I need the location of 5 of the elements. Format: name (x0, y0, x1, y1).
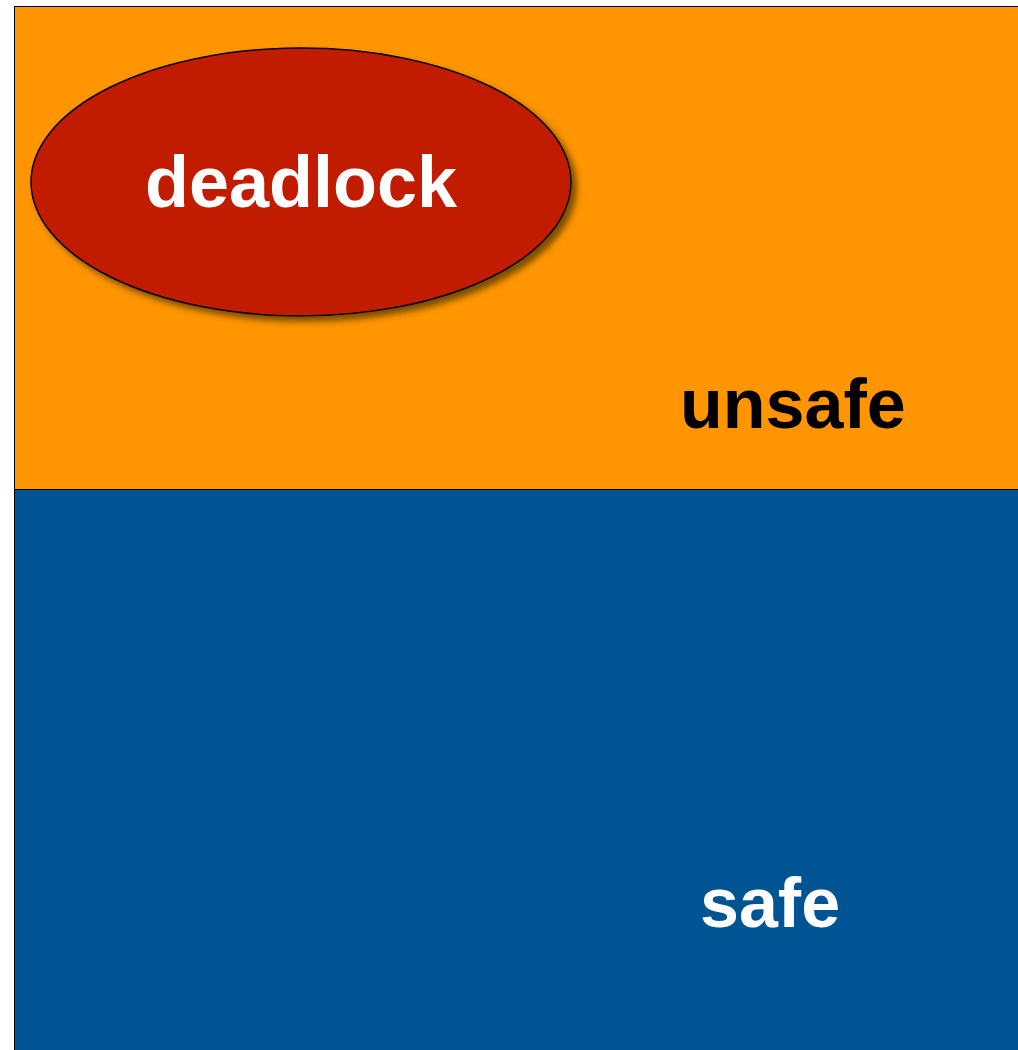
region-label: safe (700, 868, 841, 938)
unsafe-region (14, 6, 1018, 490)
safe-region (14, 489, 1018, 1050)
region-label: deadlock (144, 146, 458, 218)
region-label: unsafe (680, 369, 906, 439)
